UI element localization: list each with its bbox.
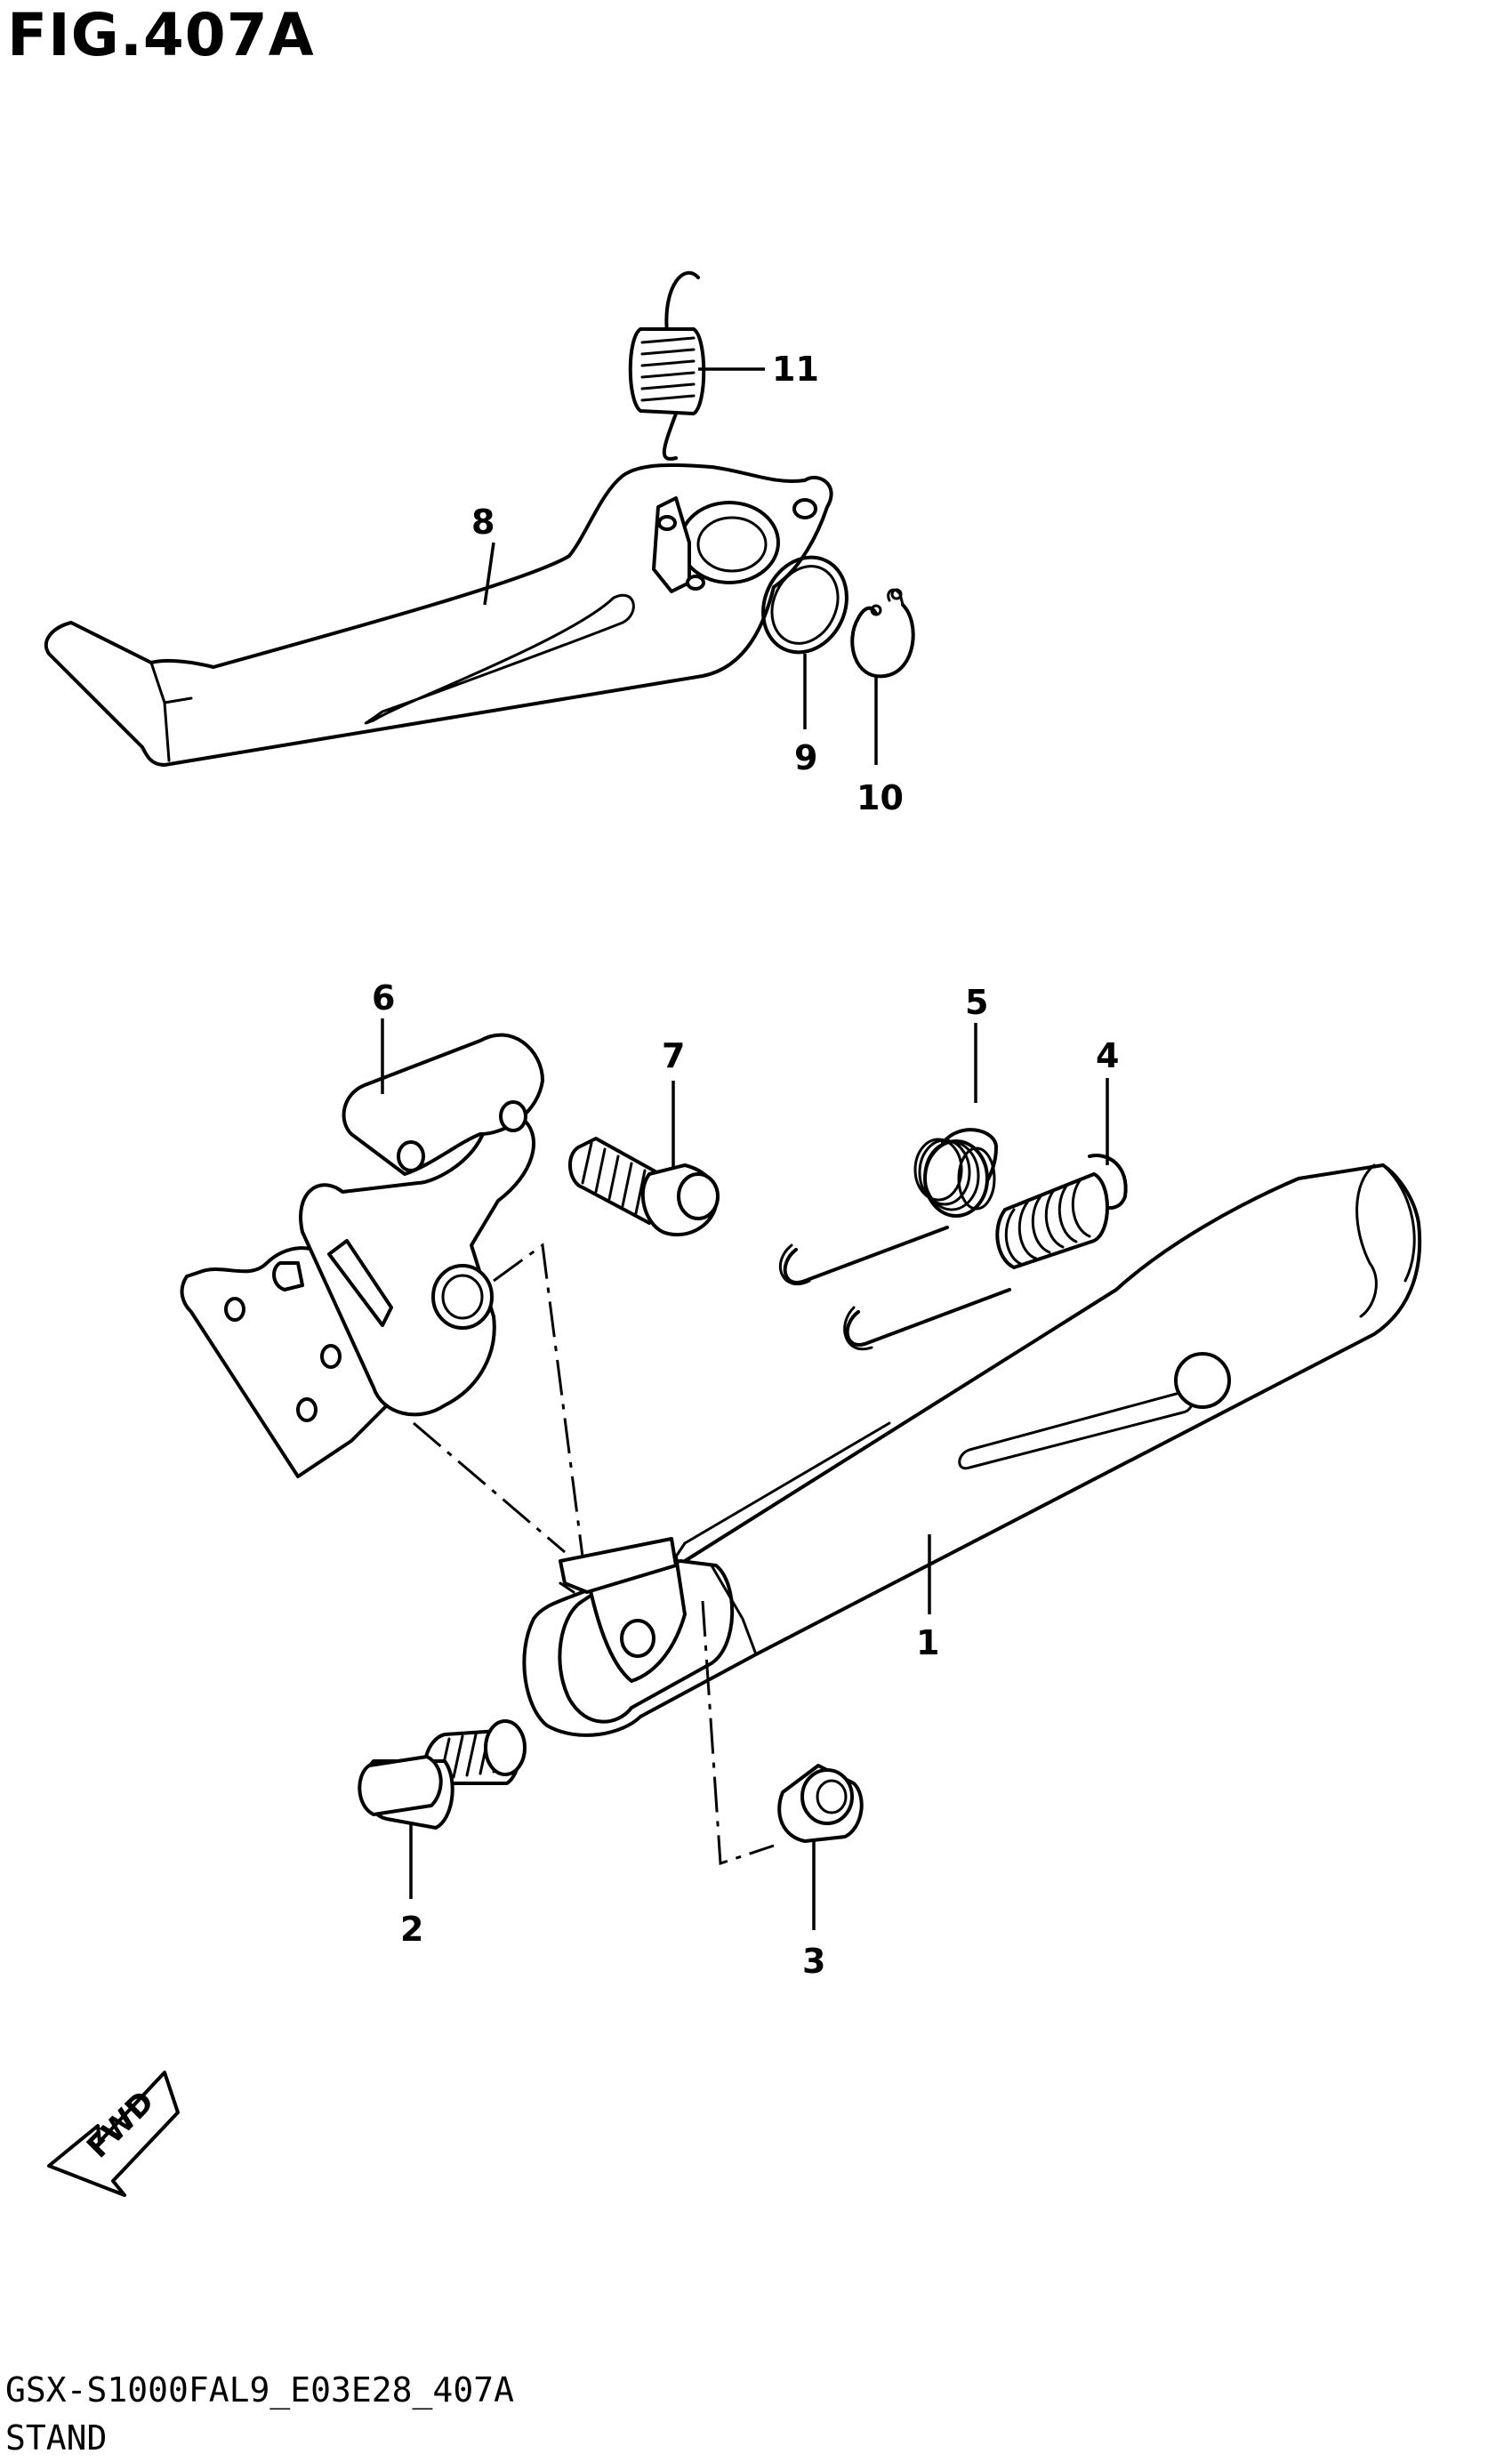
figure-footer: GSX-S1000FAL9_E03E28_407A STAND — [5, 2366, 514, 2462]
callout-4: 4 — [1096, 1036, 1119, 1075]
part-10-circlip[interactable] — [850, 588, 915, 679]
callout-7: 7 — [662, 1036, 685, 1075]
part-8-lever[interactable] — [44, 463, 833, 767]
part-9-washer[interactable] — [748, 543, 862, 666]
parts-group-name: STAND — [5, 2418, 108, 2458]
callout-6: 6 — [372, 978, 395, 1018]
assembly-guide-lines — [413, 1243, 775, 1866]
part-2-pivot-bolt[interactable] — [358, 1719, 527, 1830]
part-1-side-stand[interactable] — [522, 1163, 1422, 1737]
callout-10: 10 — [857, 778, 904, 817]
part-11-spring[interactable] — [628, 270, 706, 461]
part-7-bolt[interactable] — [567, 1137, 720, 1237]
callout-8: 8 — [471, 503, 495, 542]
callout-2: 2 — [400, 1910, 423, 1949]
callout-1: 1 — [916, 1623, 939, 1662]
drawing-code: GSX-S1000FAL9_E03E28_407A — [5, 2370, 514, 2410]
callout-9: 9 — [794, 738, 817, 777]
part-4-spring[interactable] — [843, 1154, 1128, 1351]
fwd-arrow-icon: FWD — [47, 2071, 180, 2197]
figure-title: FIG.407A — [7, 1, 315, 69]
callout-5: 5 — [965, 983, 988, 1022]
callout-3: 3 — [802, 1942, 825, 1981]
callout-11: 11 — [772, 350, 819, 389]
part-5-spring[interactable] — [778, 1128, 998, 1286]
part-3-nut[interactable] — [777, 1764, 864, 1843]
part-6-bracket[interactable] — [180, 1033, 544, 1478]
